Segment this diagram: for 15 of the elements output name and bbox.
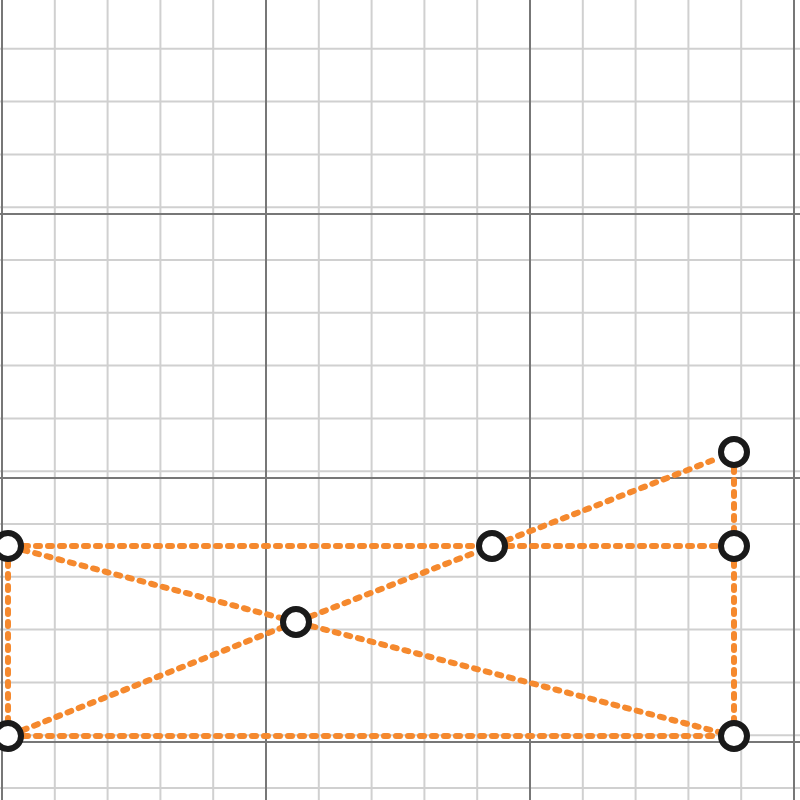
dotted-line — [505, 543, 721, 549]
dotted-line — [21, 733, 721, 739]
point-marker — [280, 606, 312, 638]
dotted-line — [308, 623, 722, 735]
dotted-line — [21, 543, 479, 549]
point-marker — [476, 530, 508, 562]
dotted-line — [731, 559, 737, 723]
point-marker — [0, 530, 24, 562]
dotted-line — [731, 465, 737, 533]
point-marker — [718, 436, 750, 468]
dotted-line — [5, 559, 11, 723]
dotted-line — [20, 547, 284, 621]
point-marker — [0, 720, 24, 752]
point-marker — [718, 530, 750, 562]
point-marker — [718, 720, 750, 752]
